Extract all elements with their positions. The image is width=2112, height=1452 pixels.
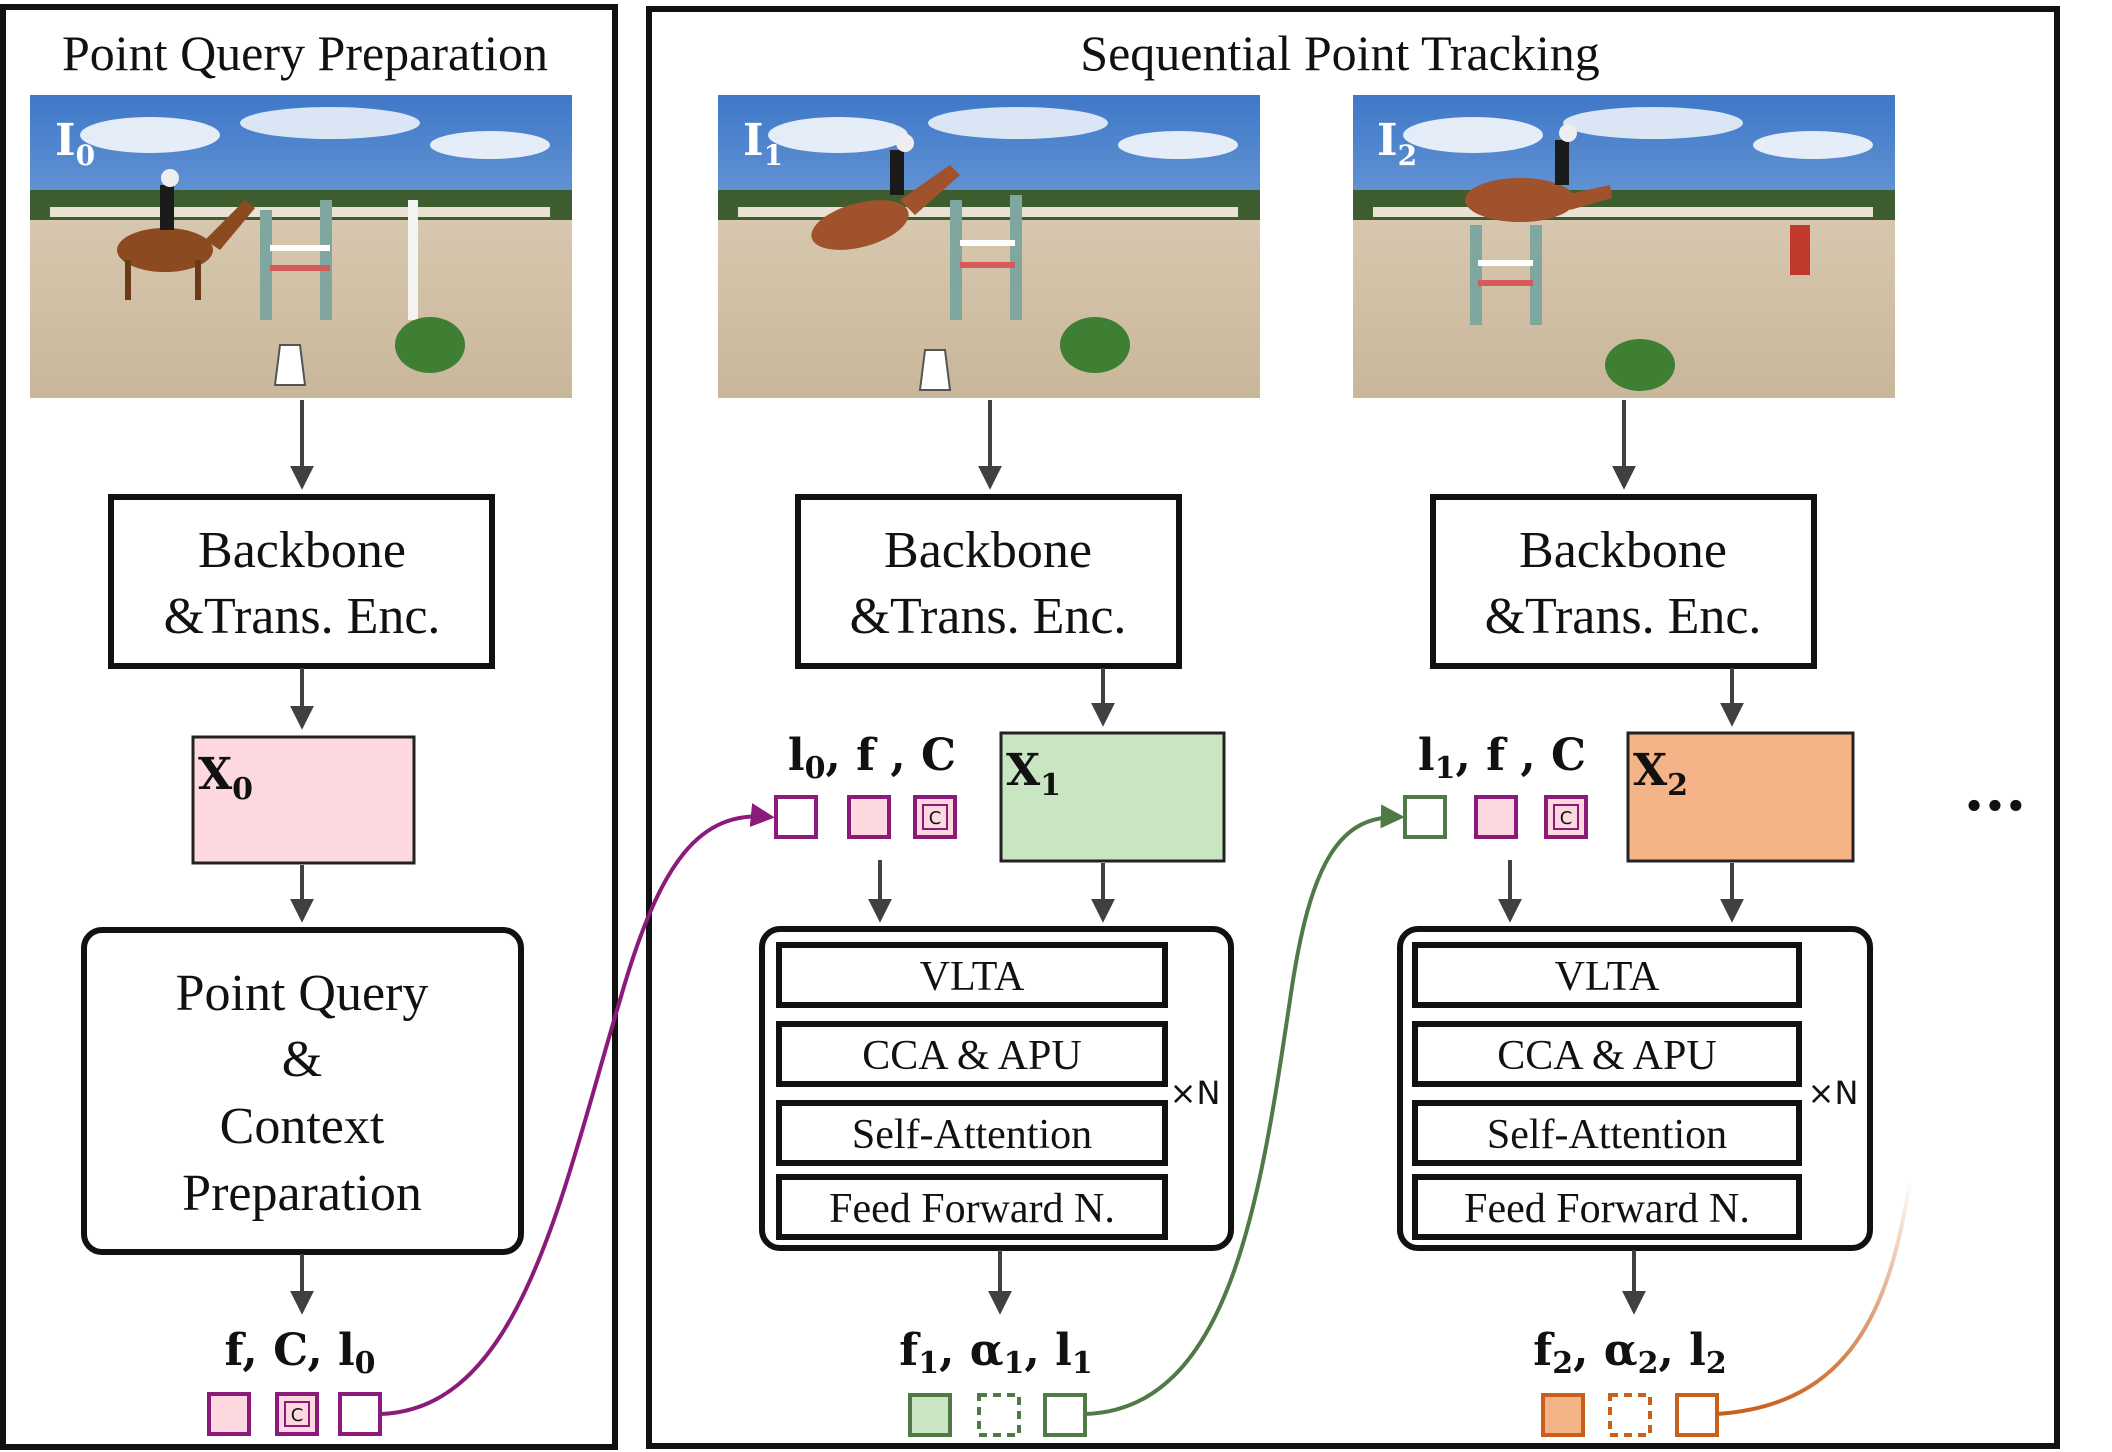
svg-text:Backbone: Backbone — [1519, 522, 1727, 579]
output-token-f1 — [908, 1393, 952, 1437]
layer-self-attention-2 — [1412, 1100, 1802, 1166]
repeat-label: ×N — [1170, 1074, 1221, 1112]
connector-purple — [379, 803, 775, 1416]
right-panel-title: Sequential Point Tracking — [1080, 25, 1599, 81]
frame-sub: 0 — [76, 139, 95, 172]
connector-green — [1084, 804, 1405, 1416]
svg-text:X2: X2 — [1633, 745, 1688, 803]
svg-text:VLTA: VLTA — [1555, 954, 1660, 1000]
prep-line4: Preparation — [182, 1165, 422, 1222]
layer-ffn-2 — [1412, 1174, 1802, 1240]
svg-text:VLTA: VLTA — [920, 954, 1025, 1000]
svg-text:Backbone: Backbone — [884, 522, 1092, 579]
svg-text:C: C — [291, 1405, 304, 1426]
output-token-alpha1 — [977, 1393, 1021, 1437]
token-context — [275, 1392, 319, 1436]
svg-text:I0: I0 — [55, 115, 95, 172]
connector-orange — [1716, 1179, 1912, 1416]
svg-text:CCA & APU: CCA & APU — [1497, 1033, 1716, 1079]
encoder-line2: &Trans. Enc. — [164, 588, 441, 645]
input-token-c — [913, 795, 957, 839]
output-token-f2 — [1541, 1393, 1585, 1437]
output-token-alpha2 — [1608, 1393, 1652, 1437]
output-token-l1 — [1043, 1393, 1087, 1437]
token-l0 — [338, 1392, 382, 1436]
input-label-1: l0, f , C — [788, 730, 956, 786]
feature-map-x1 — [999, 731, 1226, 863]
output-token-l2 — [1675, 1393, 1719, 1437]
input-label-2: l1, f , C — [1418, 730, 1586, 786]
input-token-l1 — [1403, 795, 1447, 839]
feature-sub: 0 — [232, 772, 253, 807]
svg-text:C: C — [1560, 808, 1573, 829]
frame-label: I — [55, 115, 76, 166]
prep-line2: & — [282, 1031, 322, 1088]
input-token-c-2 — [1544, 795, 1588, 839]
prep-line1: Point Query — [176, 965, 429, 1022]
right-panel — [646, 6, 2060, 1449]
encoder-box-0 — [108, 494, 495, 669]
feature-label: X — [198, 749, 233, 800]
feature-map-x2 — [1626, 731, 1855, 863]
frame-0-image: I0 — [30, 95, 572, 398]
layer-ffn — [776, 1174, 1168, 1240]
svg-text:&Trans. Enc.: &Trans. Enc. — [1485, 588, 1762, 645]
output-label-2: f2, α2, l2 — [1533, 1325, 1726, 1381]
decoder-block-1 — [759, 926, 1234, 1251]
svg-text:C: C — [929, 808, 942, 829]
left-panel-title: Point Query Preparation — [62, 25, 548, 81]
svg-text:Feed Forward N.: Feed Forward N. — [1464, 1186, 1750, 1232]
svg-text:Feed Forward N.: Feed Forward N. — [829, 1186, 1115, 1232]
layer-vlta-2 — [1412, 942, 1802, 1008]
feature-map-x0 — [191, 735, 416, 865]
encoder-box-2 — [1430, 494, 1817, 669]
svg-text:CCA & APU: CCA & APU — [862, 1033, 1081, 1079]
left-panel — [0, 4, 618, 1450]
svg-text:I1: I1 — [743, 115, 783, 172]
svg-text:X1: X1 — [1006, 745, 1061, 803]
repeat-label-2: ×N — [1808, 1074, 1859, 1112]
decoder-block-2 — [1397, 926, 1873, 1251]
input-token-f-2 — [1474, 795, 1518, 839]
output-label-1: f1, α1, l1 — [899, 1325, 1092, 1381]
token-f — [207, 1392, 251, 1436]
svg-text:I2: I2 — [1377, 115, 1417, 172]
ellipsis: ... — [1964, 755, 2027, 825]
layer-cca-apu — [776, 1021, 1168, 1087]
frame-2-image: I2 — [1353, 95, 1895, 398]
encoder-box-1 — [795, 494, 1182, 669]
svg-text:X0: X0 — [198, 749, 253, 807]
prep-output-label: f, C, l0 — [224, 1325, 375, 1381]
svg-text:Self-Attention: Self-Attention — [1487, 1112, 1727, 1158]
frame-1-image: I1 — [718, 95, 1260, 398]
svg-text:&Trans. Enc.: &Trans. Enc. — [850, 588, 1127, 645]
prep-box — [81, 927, 524, 1255]
input-token-f — [847, 795, 891, 839]
prep-line3: Context — [220, 1098, 385, 1155]
layer-vlta — [776, 942, 1168, 1008]
input-token-l0 — [774, 795, 818, 839]
layer-self-attention — [776, 1100, 1168, 1166]
layer-cca-apu-2 — [1412, 1021, 1802, 1087]
svg-text:Self-Attention: Self-Attention — [852, 1112, 1092, 1158]
encoder-line1: Backbone — [198, 522, 406, 579]
